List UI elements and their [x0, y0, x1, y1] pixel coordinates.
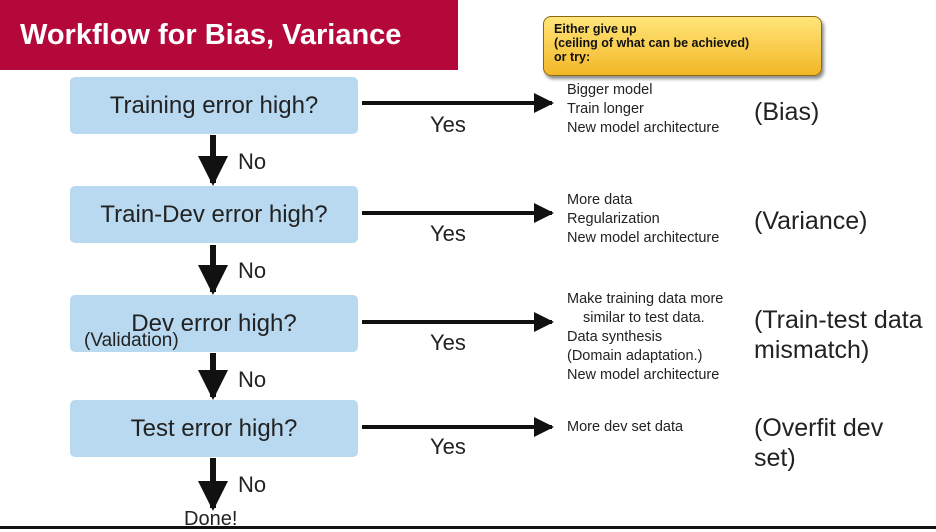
question-box-dev: Dev error high?: [70, 295, 358, 352]
category-variance: (Variance): [754, 207, 868, 235]
category-overfit: (Overfit dev set): [754, 413, 883, 473]
action-item: Regularization: [567, 211, 660, 227]
no-label: No: [238, 149, 267, 174]
yes-label: Yes: [430, 112, 466, 137]
action-item: similar to test data.: [583, 310, 705, 326]
no-label: No: [238, 472, 267, 497]
note-box: Either give up (ceiling of what can be a…: [543, 16, 822, 76]
category-mismatch: (Train-test data mismatch): [754, 305, 923, 365]
bottom-rule: [0, 526, 936, 529]
action-item: Bigger model: [567, 82, 653, 98]
done-label: Done!: [184, 508, 238, 530]
note-line: Either give up: [554, 22, 637, 36]
action-item: New model architecture: [567, 230, 720, 246]
question-box-train-dev: Train-Dev error high?: [70, 186, 358, 243]
validation-label: (Validation): [84, 330, 179, 351]
no-label: No: [238, 367, 267, 392]
action-item: (Domain adaptation.): [567, 348, 703, 364]
action-item: More dev set data: [567, 419, 684, 435]
category-line: set): [754, 444, 796, 472]
action-item: Data synthesis: [567, 329, 663, 345]
yes-label: Yes: [430, 221, 466, 246]
action-item: Train longer: [567, 101, 644, 117]
action-list-mismatch: Make training data more similar to test …: [567, 290, 723, 385]
yes-label: Yes: [430, 330, 466, 355]
action-item: More data: [567, 192, 633, 208]
category-line: (Train-test data: [754, 306, 923, 334]
slide-title: Workflow for Bias, Variance: [0, 0, 458, 70]
action-item: New model architecture: [567, 120, 720, 136]
question-box-test: Test error high?: [70, 400, 358, 457]
yes-label: Yes: [430, 434, 466, 459]
note-line: or try:: [554, 50, 591, 64]
category-bias: (Bias): [754, 98, 820, 126]
category-line: mismatch): [754, 336, 870, 364]
action-item: New model architecture: [567, 367, 720, 383]
action-list-overfit: More dev set data: [567, 418, 683, 437]
action-list-bias: Bigger model Train longer New model arch…: [567, 81, 719, 138]
action-list-variance: More data Regularization New model archi…: [567, 191, 719, 248]
category-line: (Overfit dev: [754, 414, 884, 442]
question-box-training: Training error high?: [70, 77, 358, 134]
action-item: Make training data more: [567, 291, 724, 307]
note-line: (ceiling of what can be achieved): [554, 36, 750, 50]
no-label: No: [238, 258, 267, 283]
